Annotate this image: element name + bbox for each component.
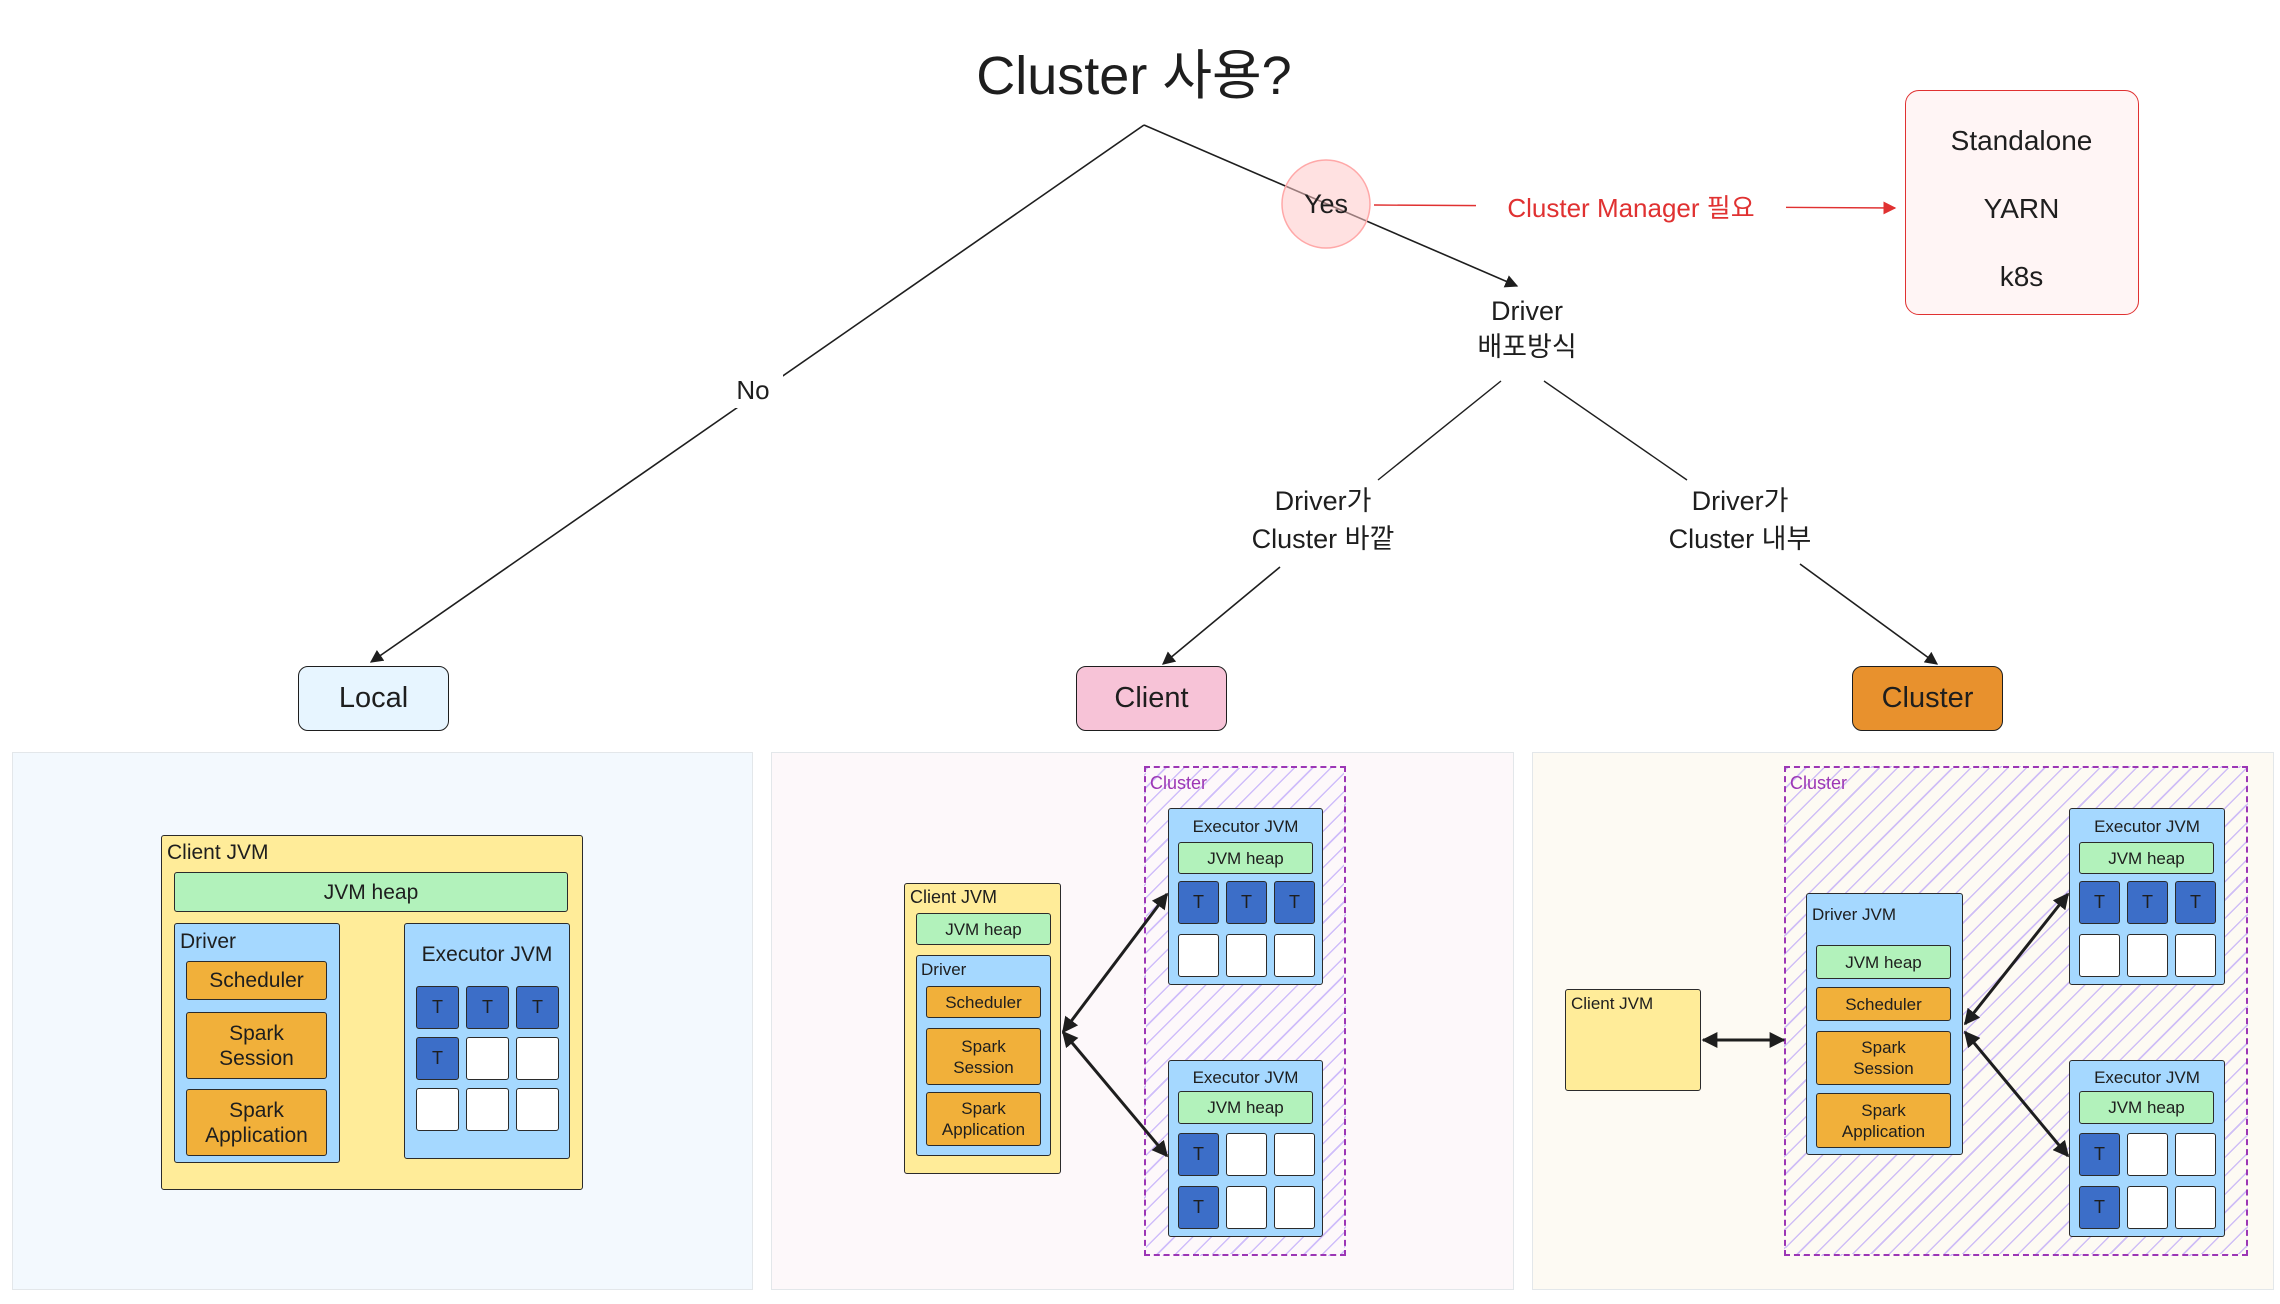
empty-slot (466, 1037, 509, 1080)
empty-slot (416, 1088, 459, 1131)
empty-slot (516, 1088, 559, 1131)
task-slot: T (1178, 1186, 1219, 1229)
empty-slot (2175, 1133, 2216, 1176)
edge-deploy-to-inside (1543, 380, 1688, 481)
client-mode-box: Client (1076, 666, 1227, 731)
diagram-title: Cluster 사용? (976, 45, 1292, 106)
cluster-manager-options-box: Standalone YARN k8s (1905, 90, 2139, 315)
local-executor-jvm-label: Executor JVM (421, 942, 553, 966)
cluster-client-jvm-label: Client JVM (1571, 994, 1654, 1013)
cluster-mode-box: Cluster (1852, 666, 2003, 731)
driver-inside-cluster-label: Driver가 Cluster 내부 (1668, 486, 1812, 554)
client-executor-2-jvm-heap: JVM heap (1178, 1091, 1313, 1124)
task-slot: T (2079, 1133, 2120, 1176)
client-executor-1-jvm-heap: JVM heap (1178, 842, 1313, 874)
empty-slot (466, 1088, 509, 1131)
cluster-spark-session: Spark Session (1816, 1031, 1951, 1085)
cluster-driver-executor2-arrow (1963, 1030, 2070, 1158)
empty-slot (2079, 934, 2120, 977)
task-slot: T (416, 1037, 459, 1080)
client-driver-label: Driver (921, 960, 967, 979)
task-slot: T (1178, 1133, 1219, 1176)
cluster-executor-2-jvm-heap: JVM heap (2079, 1091, 2214, 1124)
client-jvm-heap: JVM heap (916, 913, 1051, 945)
local-jvm-heap: JVM heap (174, 872, 568, 912)
local-client-jvm-label: Client JVM (167, 841, 269, 864)
cluster-manager-yarn: YARN (1983, 193, 2060, 224)
task-slot: T (1226, 881, 1267, 924)
client-driver-executor2-arrow (1061, 1030, 1169, 1158)
client-spark-application: Spark Application (926, 1092, 1041, 1146)
empty-slot (2127, 934, 2168, 977)
task-slot: T (516, 986, 559, 1029)
cluster-executor-1-jvm-heap: JVM heap (2079, 842, 2214, 874)
cluster-driver-jvm-label: Driver JVM (1812, 905, 1897, 924)
edge-deploy-to-outside (1377, 380, 1502, 481)
task-slot: T (2079, 1186, 2120, 1229)
local-driver-label: Driver (180, 930, 236, 953)
empty-slot (1226, 1186, 1267, 1229)
empty-slot (1274, 1186, 1315, 1229)
empty-slot (1226, 1133, 1267, 1176)
client-driver-executor1-arrow (1061, 892, 1169, 1034)
task-slot: T (2175, 881, 2216, 924)
empty-slot (2175, 934, 2216, 977)
driver-deploy-label: Driver 배포방식 (1477, 296, 1577, 362)
cluster-panel-cluster-label: Cluster (1790, 773, 1848, 793)
edge-inside-to-cluster (1799, 563, 1939, 665)
task-slot: T (2079, 881, 2120, 924)
empty-slot (516, 1037, 559, 1080)
cluster-scheduler: Scheduler (1816, 987, 1951, 1021)
local-mode-box: Local (298, 666, 449, 731)
empty-slot (2127, 1186, 2168, 1229)
yes-highlight-circle (1281, 159, 1371, 249)
cluster-driver-executor1-arrow (1963, 892, 2070, 1026)
cluster-manager-required-label: Cluster Manager 필요 (1476, 189, 1786, 223)
yes-branch-label: Yes (1303, 188, 1349, 219)
task-slot: T (416, 986, 459, 1029)
task-slot: T (2127, 881, 2168, 924)
empty-slot (1226, 934, 1267, 977)
task-slot: T (1274, 881, 1315, 924)
client-panel-cluster-label: Cluster (1150, 773, 1208, 793)
cluster-manager-k8s: k8s (1999, 261, 2044, 292)
empty-slot (1178, 934, 1219, 977)
client-executor-jvm-1-label: Executor JVM (1192, 816, 1299, 836)
cluster-executor-jvm-1-label: Executor JVM (2094, 816, 2200, 836)
local-spark-application: Spark Application (186, 1089, 327, 1156)
task-slot: T (1178, 881, 1219, 924)
driver-outside-cluster-label: Driver가 Cluster 바깥 (1251, 486, 1395, 554)
local-spark-session: Spark Session (186, 1012, 327, 1079)
empty-slot (2127, 1133, 2168, 1176)
empty-slot (1274, 934, 1315, 977)
client-client-jvm-label: Client JVM (910, 887, 998, 907)
cluster-executor-jvm-2-label: Executor JVM (2094, 1067, 2200, 1087)
cluster-spark-application: Spark Application (1816, 1093, 1951, 1148)
edge-outside-to-client (1161, 566, 1281, 665)
client-spark-session: Spark Session (926, 1028, 1041, 1085)
empty-slot (2175, 1186, 2216, 1229)
cluster-manager-standalone: Standalone (1950, 125, 2093, 156)
task-slot: T (466, 986, 509, 1029)
local-scheduler: Scheduler (186, 961, 327, 1000)
client-executor-jvm-2-label: Executor JVM (1192, 1067, 1299, 1087)
cluster-client-jvm (1565, 989, 1701, 1091)
empty-slot (1274, 1133, 1315, 1176)
no-branch-label: No (723, 372, 783, 408)
cluster-driver-jvm-heap: JVM heap (1816, 945, 1951, 979)
client-scheduler: Scheduler (926, 986, 1041, 1018)
